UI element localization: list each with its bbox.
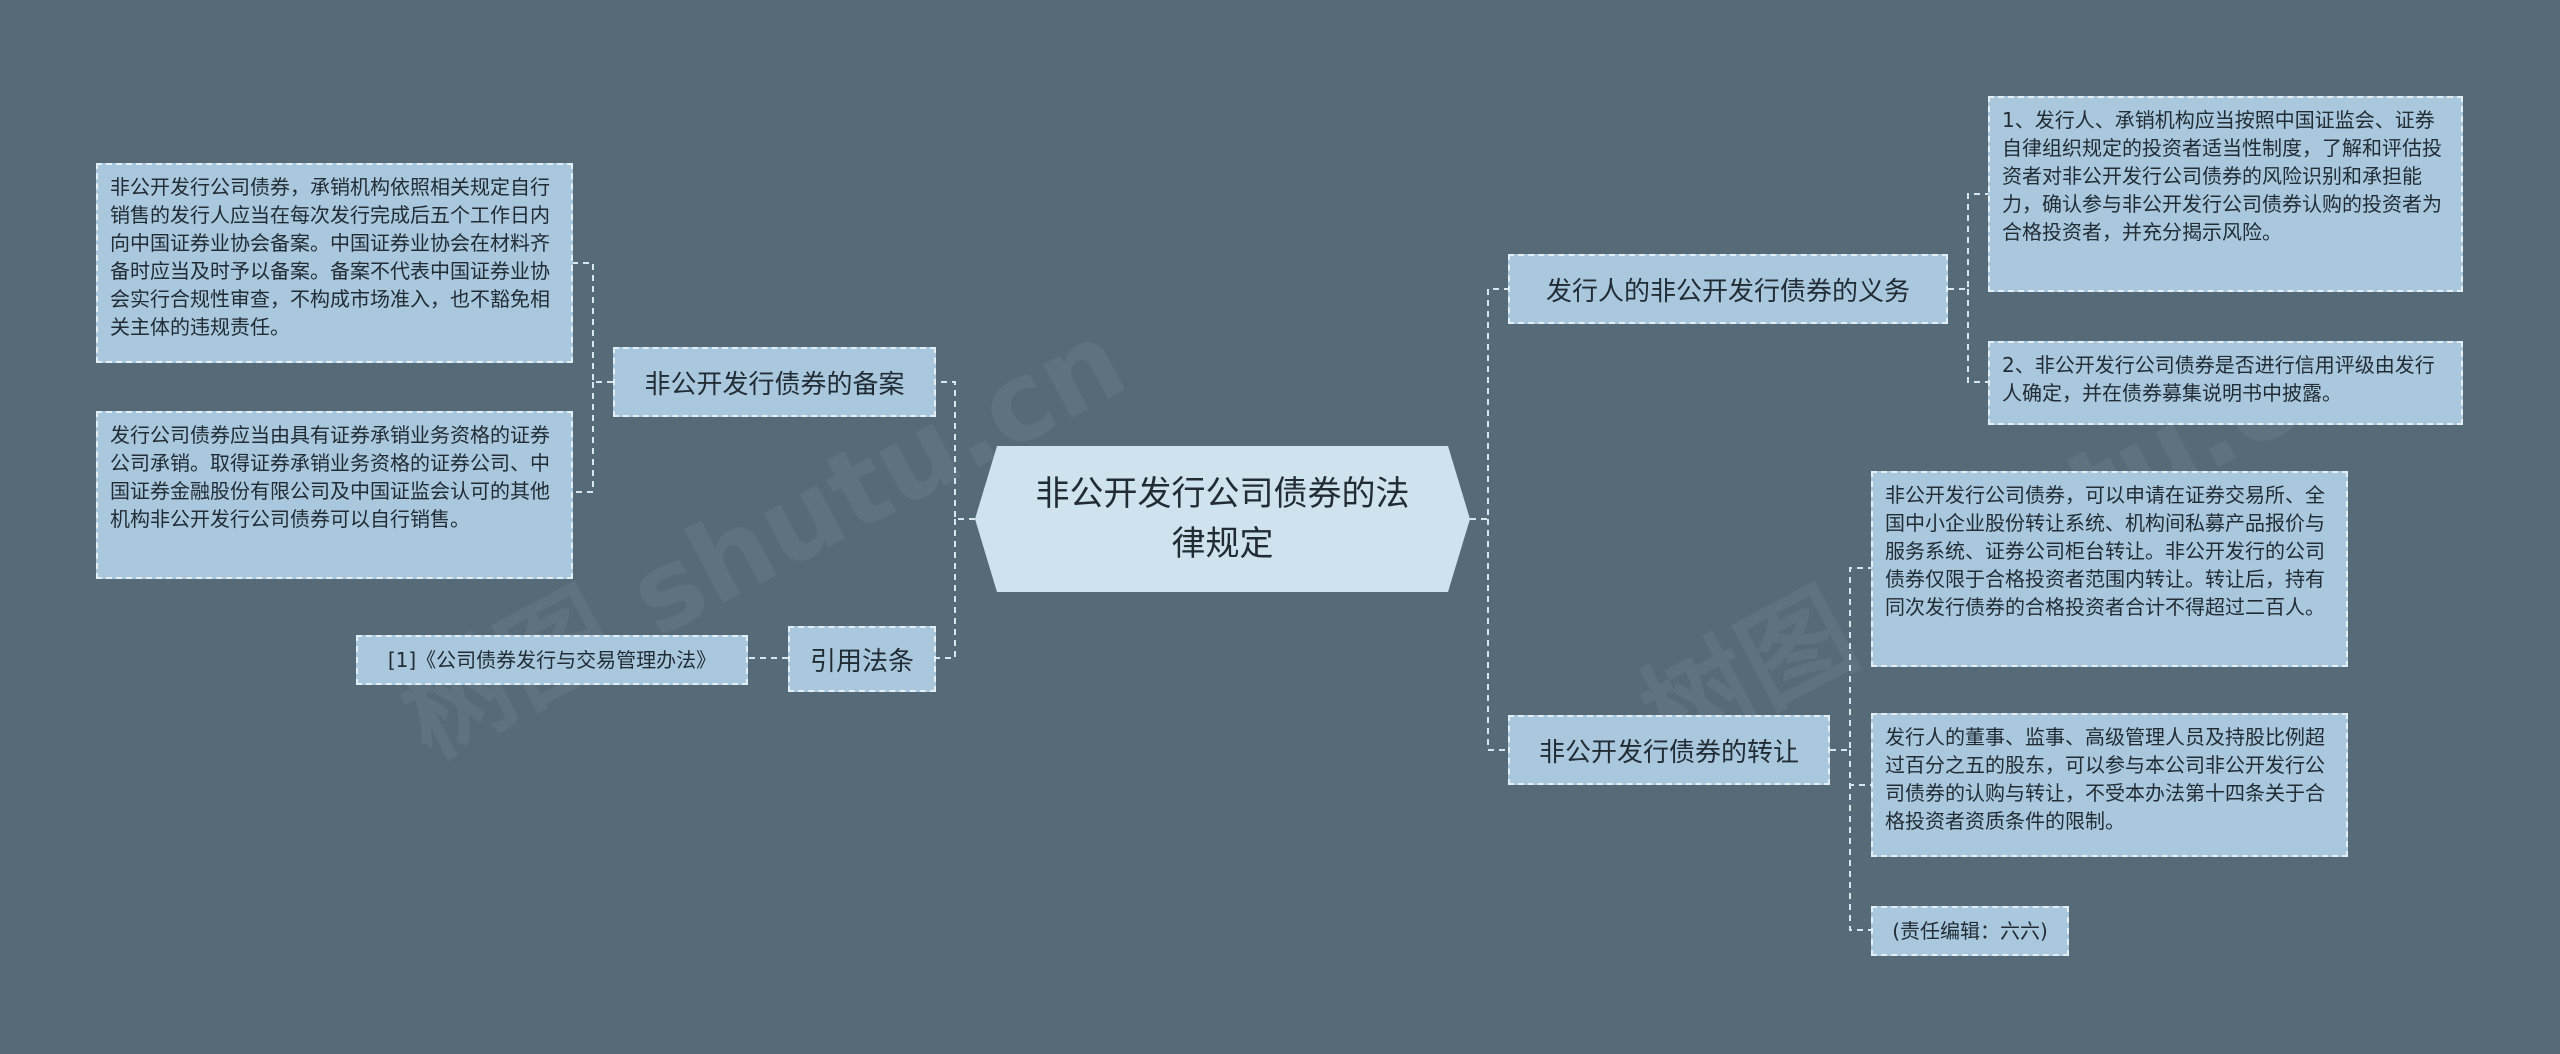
connector-center-right (1470, 288, 1508, 751)
central-topic-label: 非公开发行公司债券的法律规定 (1035, 474, 1410, 564)
leaf-transfer-1-text: 非公开发行公司债券，可以申请在证券交易所、全国中小企业股份转让系统、机构间私募产… (1885, 483, 2325, 619)
connector-center-left (936, 381, 975, 659)
leaf-transfer-3[interactable]: (责任编辑：六六) (1871, 906, 2069, 956)
branch-transfer[interactable]: 非公开发行债券的转让 (1508, 715, 1830, 785)
leaf-record-2[interactable]: 发行公司债券应当由具有证券承销业务资格的证券公司承销。取得证券承销业务资格的证券… (96, 411, 573, 579)
leaf-record-1-text: 非公开发行公司债券，承销机构依照相关规定自行销售的发行人应当在每次发行完成后五个… (110, 175, 550, 339)
leaf-cite-1-text: [1]《公司债券发行与交易管理办法》 (387, 648, 717, 672)
leaf-transfer-3-text: (责任编辑：六六) (1892, 919, 2048, 943)
leaf-duty-1-text: 1、发行人、承销机构应当按照中国证监会、证券自律组织规定的投资者适当性制度，了解… (2002, 108, 2442, 244)
leaf-record-1[interactable]: 非公开发行公司债券，承销机构依照相关规定自行销售的发行人应当在每次发行完成后五个… (96, 163, 573, 363)
leaf-transfer-2-text: 发行人的董事、监事、高级管理人员及持股比例超过百分之五的股东，可以参与本公司非公… (1885, 725, 2325, 833)
branch-record[interactable]: 非公开发行债券的备案 (613, 347, 936, 417)
branch-duty[interactable]: 发行人的非公开发行债券的义务 (1508, 254, 1948, 324)
central-topic[interactable]: 非公开发行公司债券的法律规定 (975, 446, 1470, 592)
branch-record-label: 非公开发行债券的备案 (644, 369, 905, 400)
connector-record (573, 262, 613, 493)
branch-transfer-label: 非公开发行债券的转让 (1538, 737, 1799, 768)
branch-duty-label: 发行人的非公开发行债券的义务 (1545, 276, 1910, 307)
leaf-transfer-1[interactable]: 非公开发行公司债券，可以申请在证券交易所、全国中小企业股份转让系统、机构间私募产… (1871, 471, 2348, 667)
branch-cite[interactable]: 引用法条 (788, 626, 936, 692)
leaf-cite-1[interactable]: [1]《公司债券发行与交易管理办法》 (356, 635, 748, 685)
connector-transfer (1830, 567, 1871, 931)
leaf-duty-2[interactable]: 2、非公开发行公司债券是否进行信用评级由发行人确定，并在债券募集说明书中披露。 (1988, 341, 2463, 425)
leaf-record-2-text: 发行公司债券应当由具有证券承销业务资格的证券公司承销。取得证券承销业务资格的证券… (110, 423, 550, 531)
leaf-transfer-2[interactable]: 发行人的董事、监事、高级管理人员及持股比例超过百分之五的股东，可以参与本公司非公… (1871, 713, 2348, 857)
leaf-duty-1[interactable]: 1、发行人、承销机构应当按照中国证监会、证券自律组织规定的投资者适当性制度，了解… (1988, 96, 2463, 292)
leaf-duty-2-text: 2、非公开发行公司债券是否进行信用评级由发行人确定，并在债券募集说明书中披露。 (2002, 353, 2435, 405)
branch-cite-label: 引用法条 (809, 646, 914, 677)
connector-duty (1948, 193, 1988, 383)
